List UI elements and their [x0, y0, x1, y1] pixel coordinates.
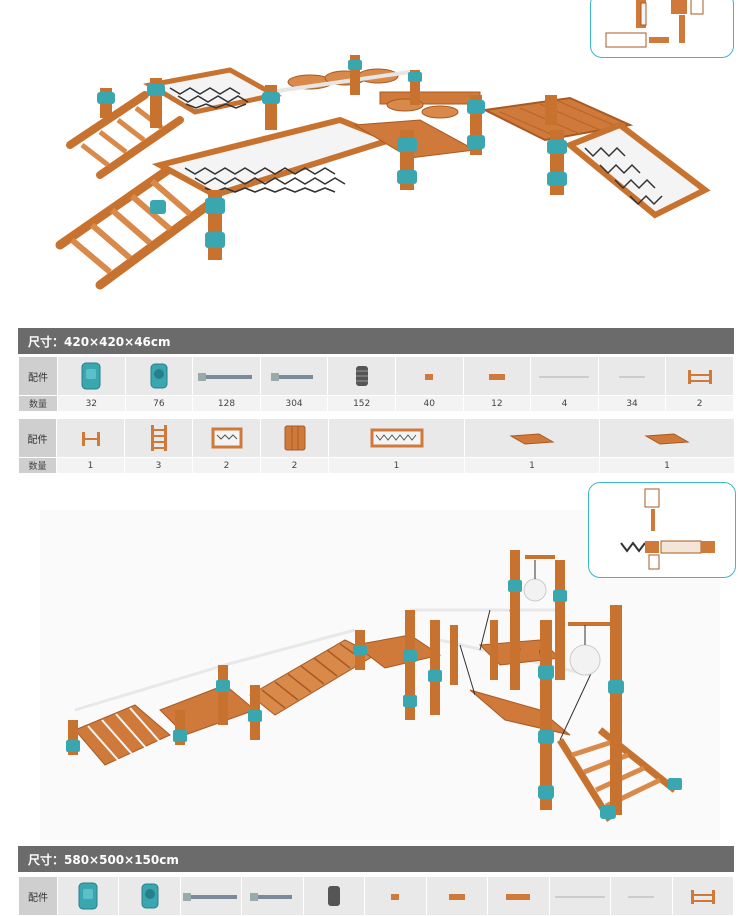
hanging-ball-1	[523, 578, 547, 602]
net-panel-icon	[192, 418, 261, 458]
wood-plank-long-icon	[487, 876, 550, 916]
qty-cell: 32	[57, 395, 126, 412]
qty-cell: 12	[462, 395, 532, 412]
qty-cell: 1	[464, 457, 600, 474]
wood-frame-icon	[665, 356, 734, 396]
product-1-render	[0, 0, 750, 320]
wood-plank-piece-icon	[462, 356, 532, 396]
long-bolt-icon	[179, 876, 243, 916]
stepping-bridge-icon	[464, 418, 600, 458]
parts-table-2: 配件	[18, 876, 735, 916]
qty-cell: 152	[327, 395, 396, 412]
ladder-icon	[124, 418, 193, 458]
long-rope-bar-icon	[530, 356, 599, 396]
short-bolt-icon	[241, 876, 304, 916]
angled-bridge-icon	[599, 418, 735, 458]
posts	[97, 55, 567, 260]
size-bar-2: 尺寸：580×500×150cm	[18, 846, 734, 872]
right-net-ramp	[564, 121, 711, 219]
long-bolt-icon	[192, 356, 261, 396]
qty-cell: 4	[530, 395, 599, 412]
wood-plank-piece-icon	[425, 876, 489, 916]
net-bridge-icon	[328, 418, 465, 458]
qty-cell: 1	[328, 457, 465, 474]
short-rope-bar-icon	[597, 356, 667, 396]
posts-2	[68, 550, 622, 815]
qty-cell: 1	[56, 457, 125, 474]
long-rope-bar-icon	[548, 876, 612, 916]
spring-nut-icon	[302, 876, 366, 916]
qty-cell: 128	[192, 395, 261, 412]
teal-connector-elbow-icon	[124, 356, 194, 396]
qty-cell: 2	[192, 457, 261, 474]
qty-cell: 34	[597, 395, 667, 412]
qty-cell: 76	[124, 395, 194, 412]
qty-cell: 3	[124, 457, 193, 474]
short-rope-bar-icon	[610, 876, 673, 916]
parts-header: 配件	[18, 418, 57, 458]
hanging-ball-2	[569, 644, 601, 676]
layout-thumbnail-1	[590, 0, 734, 58]
back-net-platform	[143, 67, 283, 115]
qty-header: 数量	[18, 457, 57, 474]
teal-connector-elbow-icon	[118, 876, 181, 916]
teal-connector-block-icon	[56, 876, 120, 916]
wood-frame-icon	[671, 876, 735, 916]
spring-nut-icon	[327, 356, 396, 396]
size-label-2: 尺寸：580×500×150cm	[28, 852, 179, 867]
product-2-render	[0, 480, 750, 840]
small-wood-block-icon	[394, 356, 464, 396]
qty-cell: 2	[665, 395, 734, 412]
parts-table-1b: 配件 数量 1 3 2 2 1 1 1	[18, 418, 735, 474]
size-bar-1: 尺寸：420×420×46cm	[18, 328, 734, 354]
parts-header: 配件	[18, 356, 58, 396]
small-frame-icon	[56, 418, 125, 458]
short-bolt-icon	[259, 356, 329, 396]
qty-cell: 40	[394, 395, 464, 412]
size-label-1: 尺寸：420×420×46cm	[28, 334, 171, 349]
layout-thumbnail-2	[588, 482, 736, 578]
qty-cell: 304	[259, 395, 329, 412]
qty-cell: 1	[599, 457, 735, 474]
qty-header: 数量	[18, 395, 58, 412]
parts-table-1a: 配件 数量 32 76	[18, 356, 734, 412]
left-slat-ramp	[74, 704, 171, 766]
wood-platform-icon	[260, 418, 329, 458]
small-wood-block-icon	[364, 876, 427, 916]
parts-header: 配件	[18, 876, 58, 916]
qty-cell: 2	[260, 457, 329, 474]
teal-connector-block-icon	[57, 356, 126, 396]
front-net-bridge	[151, 116, 399, 199]
